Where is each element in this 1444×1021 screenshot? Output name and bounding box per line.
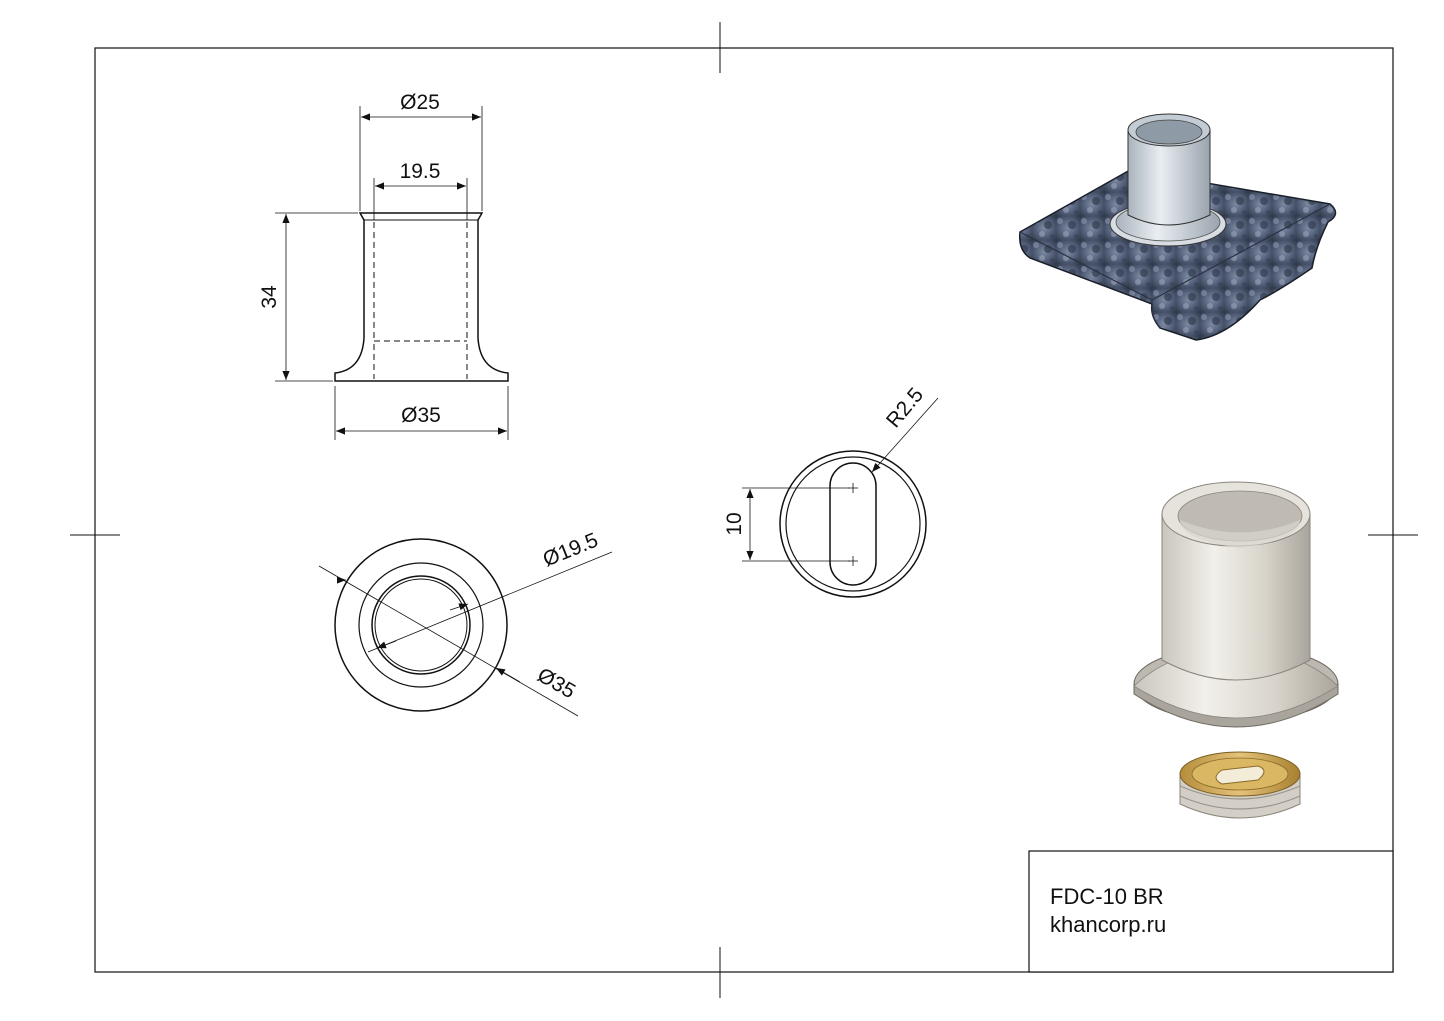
dim-flange-diameter: Ø35 bbox=[401, 404, 441, 427]
dim-slot-length: 10 bbox=[723, 512, 746, 535]
render-sleeve-and-cap bbox=[1133, 481, 1339, 819]
top-view: Ø19.5 Ø35 bbox=[318, 529, 613, 717]
part-number: FDC-10 BR bbox=[1050, 884, 1164, 909]
render-installed-on-countertop bbox=[1018, 113, 1337, 341]
drawing-frame bbox=[70, 22, 1418, 998]
dim-radius: R2.5 bbox=[882, 383, 928, 432]
side-view: Ø25 19.5 34 Ø35 bbox=[258, 91, 509, 440]
dim-outer-diameter: Ø35 bbox=[533, 663, 579, 703]
title-block: FDC-10 BR khancorp.ru bbox=[1028, 850, 1394, 973]
dim-inner-diameter: Ø19.5 bbox=[540, 529, 602, 572]
dim-top-diameter: Ø25 bbox=[400, 91, 440, 114]
slot-view: 10 R2.5 bbox=[723, 383, 939, 598]
dim-height: 34 bbox=[258, 285, 281, 309]
website: khancorp.ru bbox=[1050, 912, 1166, 937]
dim-inner-width: 19.5 bbox=[400, 160, 441, 183]
